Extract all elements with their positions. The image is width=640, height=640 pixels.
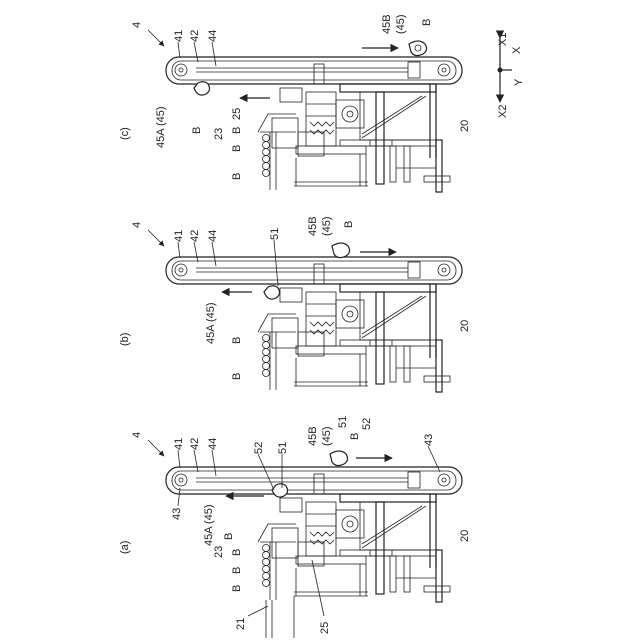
panel-c-ref-45b-sub: (45) bbox=[395, 14, 407, 34]
panel-c: (c) 4 41 42 44 45B (45) B 45A (45) B 25 … bbox=[119, 14, 471, 192]
panel-a-ref-45b-sub: (45) bbox=[321, 426, 333, 446]
panel-b-ref-44: 44 bbox=[207, 230, 219, 242]
panel-b-ref-42: 42 bbox=[189, 230, 201, 242]
panel-a-ref-44: 44 bbox=[207, 438, 219, 450]
panel-a-ref-b3: B bbox=[231, 585, 243, 592]
panel-c-bag-45b bbox=[409, 41, 427, 56]
panel-c-ref-44: 44 bbox=[207, 30, 219, 42]
panel-c-ref-4: 4 bbox=[131, 22, 143, 28]
panel-a-ref-51-right: 51 bbox=[337, 416, 349, 428]
panel-a-ref-23: 23 bbox=[213, 546, 225, 558]
panel-a-ref-25: 25 bbox=[319, 622, 331, 634]
panel-a-ref-51-left: 51 bbox=[277, 442, 289, 454]
panel-a-ref-45b: 45B bbox=[307, 426, 319, 446]
panel-b-ref-45a: 45A (45) bbox=[205, 302, 217, 344]
axis-x1-label: X1 bbox=[497, 33, 509, 46]
panel-a-ref-52-right: 52 bbox=[361, 418, 373, 430]
panel-a-ref-41: 41 bbox=[173, 438, 185, 450]
panel-b-ref-4: 4 bbox=[131, 222, 143, 228]
panel-c-ref-b1: B bbox=[231, 127, 243, 134]
panel-b-ref-45b: 45B bbox=[307, 216, 319, 236]
panel-c-machine bbox=[166, 57, 462, 192]
panel-b-hook-45a bbox=[264, 286, 280, 299]
panel-c-ref-b-top: B bbox=[421, 19, 433, 26]
axis-y-label: Y bbox=[513, 78, 525, 86]
panel-a-caption: (a) bbox=[119, 541, 131, 554]
axis-x2-label: X2 bbox=[497, 105, 509, 118]
axis-indicator: X1 X X2 Y bbox=[497, 33, 525, 118]
panel-a-ref-b1: B bbox=[231, 549, 243, 556]
panel-a-ref-b-hook: B bbox=[223, 533, 235, 540]
panel-b-ref-b1: B bbox=[231, 373, 243, 380]
panel-b-ref-b-hook: B bbox=[231, 337, 243, 344]
panel-c-ref-b2: B bbox=[231, 145, 243, 152]
panel-c-ref-b-hook: B bbox=[191, 127, 203, 134]
panel-c-ref-45a: 45A (45) bbox=[155, 106, 167, 148]
panel-c-caption: (c) bbox=[119, 127, 131, 140]
panel-b: (b) 4 41 42 44 51 45B (45) B 45A (45) B … bbox=[119, 216, 471, 392]
panel-c-ref-20: 20 bbox=[459, 120, 471, 132]
panel-a-ref-43-left: 43 bbox=[171, 508, 183, 520]
panel-a-ref-4: 4 bbox=[131, 432, 143, 438]
panel-a-ref-20: 20 bbox=[459, 530, 471, 542]
panel-b-ref-45b-sub: (45) bbox=[321, 216, 333, 236]
panel-a-ref-43-right: 43 bbox=[423, 434, 435, 446]
panel-a-ref-b2: B bbox=[231, 567, 243, 574]
panel-b-ref-51: 51 bbox=[269, 228, 281, 240]
panel-c-ref-41: 41 bbox=[173, 30, 185, 42]
panel-c-ref-42: 42 bbox=[189, 30, 201, 42]
panel-a-ref-b-top: B bbox=[349, 433, 361, 440]
panel-a-ref-52-left: 52 bbox=[253, 442, 265, 454]
panel-c-ref-25: 25 bbox=[231, 108, 243, 120]
axis-x-label: X bbox=[511, 46, 523, 54]
panel-a-ref-42: 42 bbox=[189, 438, 201, 450]
panel-a: (a) 4 41 42 44 52 51 45B (45) 51 B 52 43… bbox=[119, 416, 471, 638]
panel-c-ref-b3: B bbox=[231, 173, 243, 180]
panel-b-bag-45b bbox=[332, 243, 350, 258]
panel-a-hook-45a bbox=[272, 484, 288, 497]
panel-a-ref-45a: 45A (45) bbox=[203, 504, 215, 546]
panel-b-ref-20: 20 bbox=[459, 320, 471, 332]
panel-b-ref-41: 41 bbox=[173, 230, 185, 242]
panel-c-ref-45b: 45B bbox=[381, 14, 393, 34]
panel-b-ref-b-top: B bbox=[343, 221, 355, 228]
panel-a-bag-45b bbox=[330, 451, 348, 466]
panel-a-ref-21: 21 bbox=[235, 618, 247, 630]
panel-c-ref-23: 23 bbox=[213, 128, 225, 140]
panel-b-caption: (b) bbox=[119, 333, 131, 346]
